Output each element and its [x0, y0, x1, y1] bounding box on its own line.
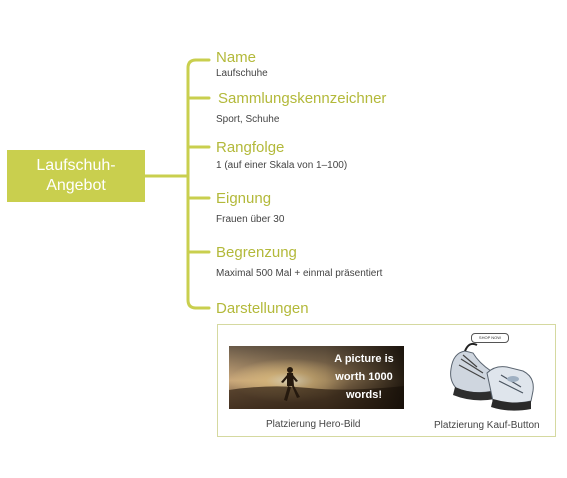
item-collection: Sammlungskennzeichner Sport, Schuhe: [216, 90, 386, 126]
item-title: Begrenzung: [216, 244, 297, 261]
root-node: Laufschuh- Angebot: [7, 150, 145, 202]
item-title: Darstellungen: [216, 300, 309, 317]
runner-photo-icon: [229, 346, 404, 409]
item-title: Rangfolge: [216, 139, 285, 156]
item-value: Sport, Schuhe: [216, 114, 280, 125]
item-title: Name: [216, 49, 257, 66]
shop-now-button[interactable]: SHOP NOW: [471, 333, 509, 343]
item-title: Eignung: [216, 190, 272, 207]
item-name: Name Laufschuhe: [216, 49, 268, 80]
item-value: Maximal 500 Mal + einmal präsentiert: [216, 268, 383, 279]
item-title: Sammlungskennzeichner: [218, 90, 387, 107]
buy-button-caption: Platzierung Kauf-Button: [434, 420, 540, 431]
representations-panel: A picture is worth 1000 words! Platzieru…: [217, 324, 556, 437]
running-shoe-icon: [450, 342, 534, 411]
hero-overlay-text: A picture is worth 1000 words!: [334, 353, 394, 401]
root-node-label: Laufschuh- Angebot: [36, 157, 116, 194]
item-value: Frauen über 30: [216, 214, 285, 225]
hero-image: A picture is worth 1000 words!: [229, 346, 404, 409]
item-representations: Darstellungen: [216, 300, 309, 318]
item-eligibility: Eignung Frauen über 30: [216, 190, 284, 226]
item-limit: Begrenzung Maximal 500 Mal + einmal präs…: [216, 244, 382, 280]
hero-caption: Platzierung Hero-Bild: [266, 419, 361, 430]
item-rank: Rangfolge 1 (auf einer Skala von 1–100): [216, 139, 347, 172]
item-value: Laufschuhe: [216, 68, 268, 79]
item-value: 1 (auf einer Skala von 1–100): [216, 160, 348, 171]
